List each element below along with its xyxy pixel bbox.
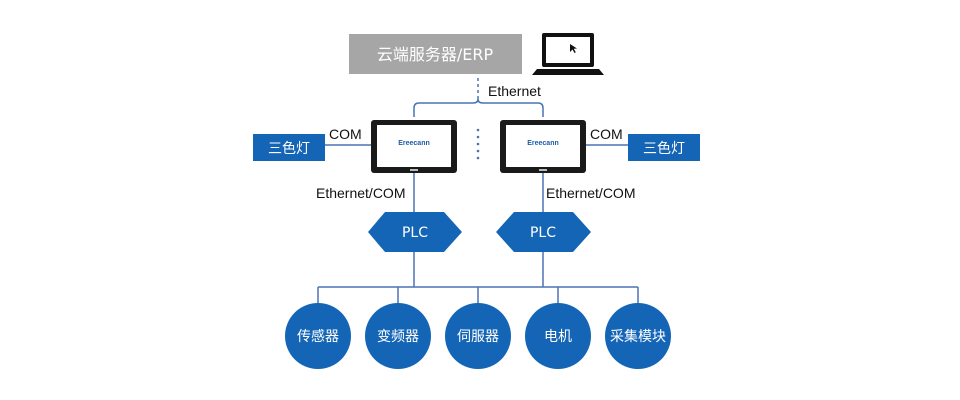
panel-left-brand: Ereecann	[398, 140, 430, 147]
com-label-left: COM	[329, 126, 362, 142]
tricolor-lamp-left	[253, 134, 325, 161]
panel-right-brand: Ereecann	[527, 140, 559, 147]
device-acquisition-module-label: 采集模块	[610, 328, 666, 345]
tricolor-lamp-left-label: 三色灯	[268, 140, 310, 157]
laptop-icon	[532, 33, 604, 75]
ethernet-com-label-right: Ethernet/COM	[546, 185, 635, 201]
cloud-server-label: 云端服务器/ERP	[377, 45, 494, 64]
device-motor-label: 电机	[544, 329, 572, 345]
ethernet-label: Ethernet	[488, 83, 541, 99]
plc-right-label: PLC	[530, 225, 556, 241]
device-bus	[317, 252, 639, 304]
device-sensor	[285, 303, 351, 369]
ethernet-bracket	[413, 98, 544, 117]
plc-right	[496, 212, 591, 252]
device-servo	[445, 303, 511, 369]
ethernet-com-label-left: Ethernet/COM	[316, 185, 405, 201]
device-servo-label: 伺服器	[457, 329, 499, 345]
com-label-right: COM	[590, 126, 623, 142]
hmi-panel-left: Ereecann	[371, 120, 457, 173]
tricolor-lamp-right-label: 三色灯	[643, 140, 685, 157]
plc-left-label: PLC	[402, 225, 428, 241]
hmi-panel-right: Ereecann	[500, 120, 586, 173]
device-motor	[525, 303, 591, 369]
tricolor-lamp-right	[628, 134, 700, 161]
device-inverter	[365, 303, 431, 369]
device-inverter-label: 变频器	[377, 329, 419, 345]
device-acquisition-module	[605, 303, 671, 369]
cloud-server-box	[349, 34, 522, 74]
device-sensor-label: 传感器	[297, 328, 339, 345]
panel-ellipsis	[476, 128, 480, 160]
plc-left	[368, 212, 462, 252]
